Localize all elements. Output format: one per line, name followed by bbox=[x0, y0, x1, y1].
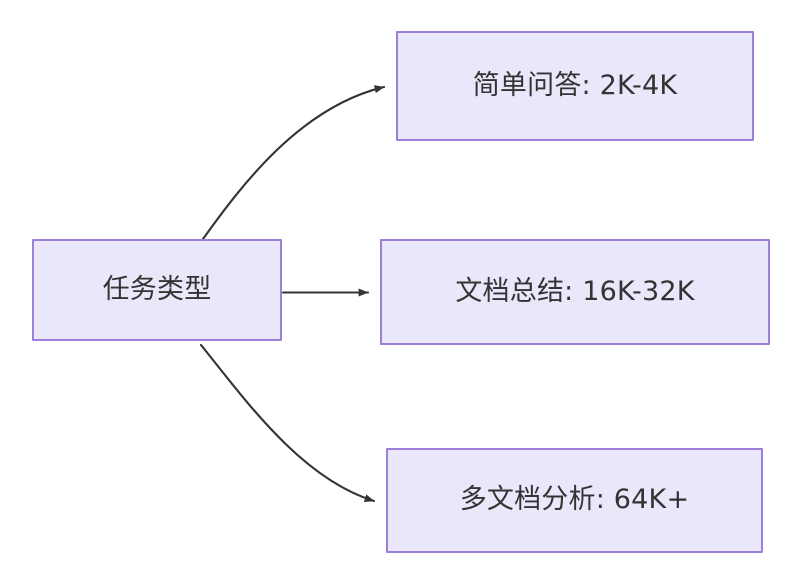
node-simple-qa-label: 简单问答: 2K-4K bbox=[472, 69, 678, 101]
node-simple-qa[interactable]: 简单问答: 2K-4K bbox=[396, 31, 754, 141]
edge-root-to-simple-qa bbox=[201, 85, 386, 241]
edge-root-to-multi-doc bbox=[199, 343, 376, 503]
node-task-type-label: 任务类型 bbox=[102, 273, 212, 305]
node-doc-summary-label: 文档总结: 16K-32K bbox=[455, 275, 695, 307]
node-doc-summary[interactable]: 文档总结: 16K-32K bbox=[380, 239, 770, 345]
node-multi-doc-label: 多文档分析: 64K+ bbox=[459, 484, 690, 516]
node-multi-doc[interactable]: 多文档分析: 64K+ bbox=[386, 448, 763, 553]
node-task-type[interactable]: 任务类型 bbox=[32, 239, 282, 341]
